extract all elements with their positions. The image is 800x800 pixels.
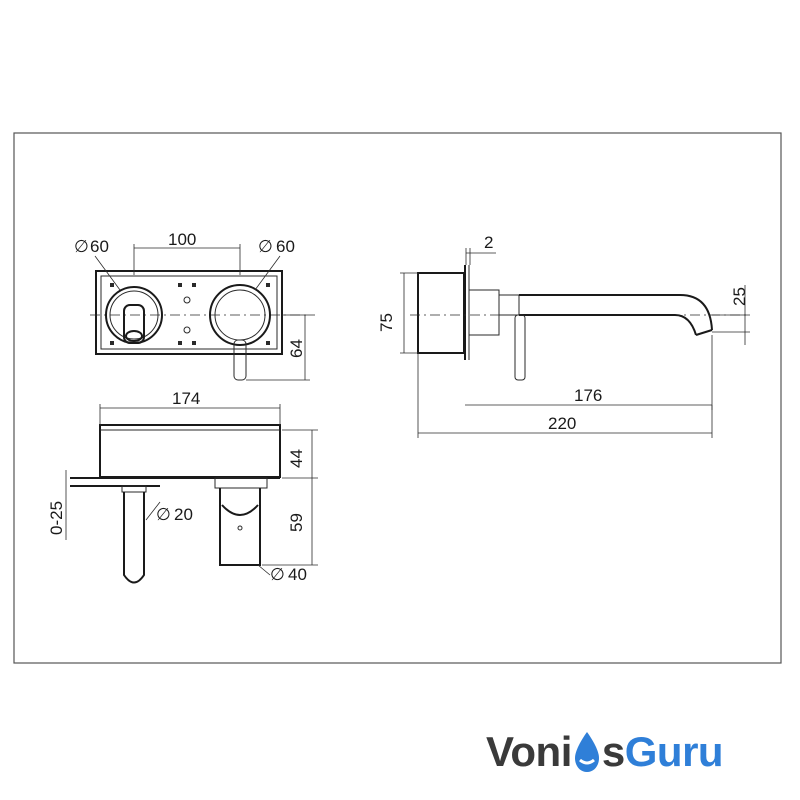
logo-text-voni: Voni [486, 728, 572, 775]
drawing-frame [13, 132, 782, 664]
dim-outlet-dia: 20 [174, 505, 193, 524]
side-view [400, 248, 750, 438]
water-drop-icon [574, 732, 599, 772]
dim-handle-drop: 59 [287, 513, 306, 532]
dim-body-height-side: 75 [377, 313, 396, 332]
voniosguru-logo: Voni s Guru [486, 722, 724, 782]
dim-dia-right-symbol: ∅ [258, 237, 273, 256]
dim-outlet-dia-symbol: ∅ [156, 505, 171, 524]
dim-spout-drop: 25 [730, 287, 749, 306]
top-view [65, 404, 318, 584]
dim-dia-left-symbol: ∅ [74, 237, 89, 256]
dim-handle-dia: 40 [288, 565, 307, 584]
logo-text-guru: Guru [624, 728, 724, 775]
dim-plate-thickness: 2 [484, 233, 493, 252]
dim-body-width: 174 [172, 389, 200, 408]
dim-dia-left: 60 [90, 237, 109, 256]
dim-dia-right: 60 [276, 237, 295, 256]
dim-wall-adjust: 0-25 [47, 501, 66, 535]
dim-plate-height: 64 [287, 339, 306, 358]
dim-body-depth: 44 [287, 449, 306, 468]
dim-spout-reach: 176 [574, 386, 602, 405]
logo-text-s: s [601, 728, 625, 775]
dim-handle-dia-symbol: ∅ [270, 565, 285, 584]
dim-total-reach: 220 [548, 414, 576, 433]
dim-center-spacing: 100 [168, 230, 196, 249]
front-view [90, 244, 315, 381]
